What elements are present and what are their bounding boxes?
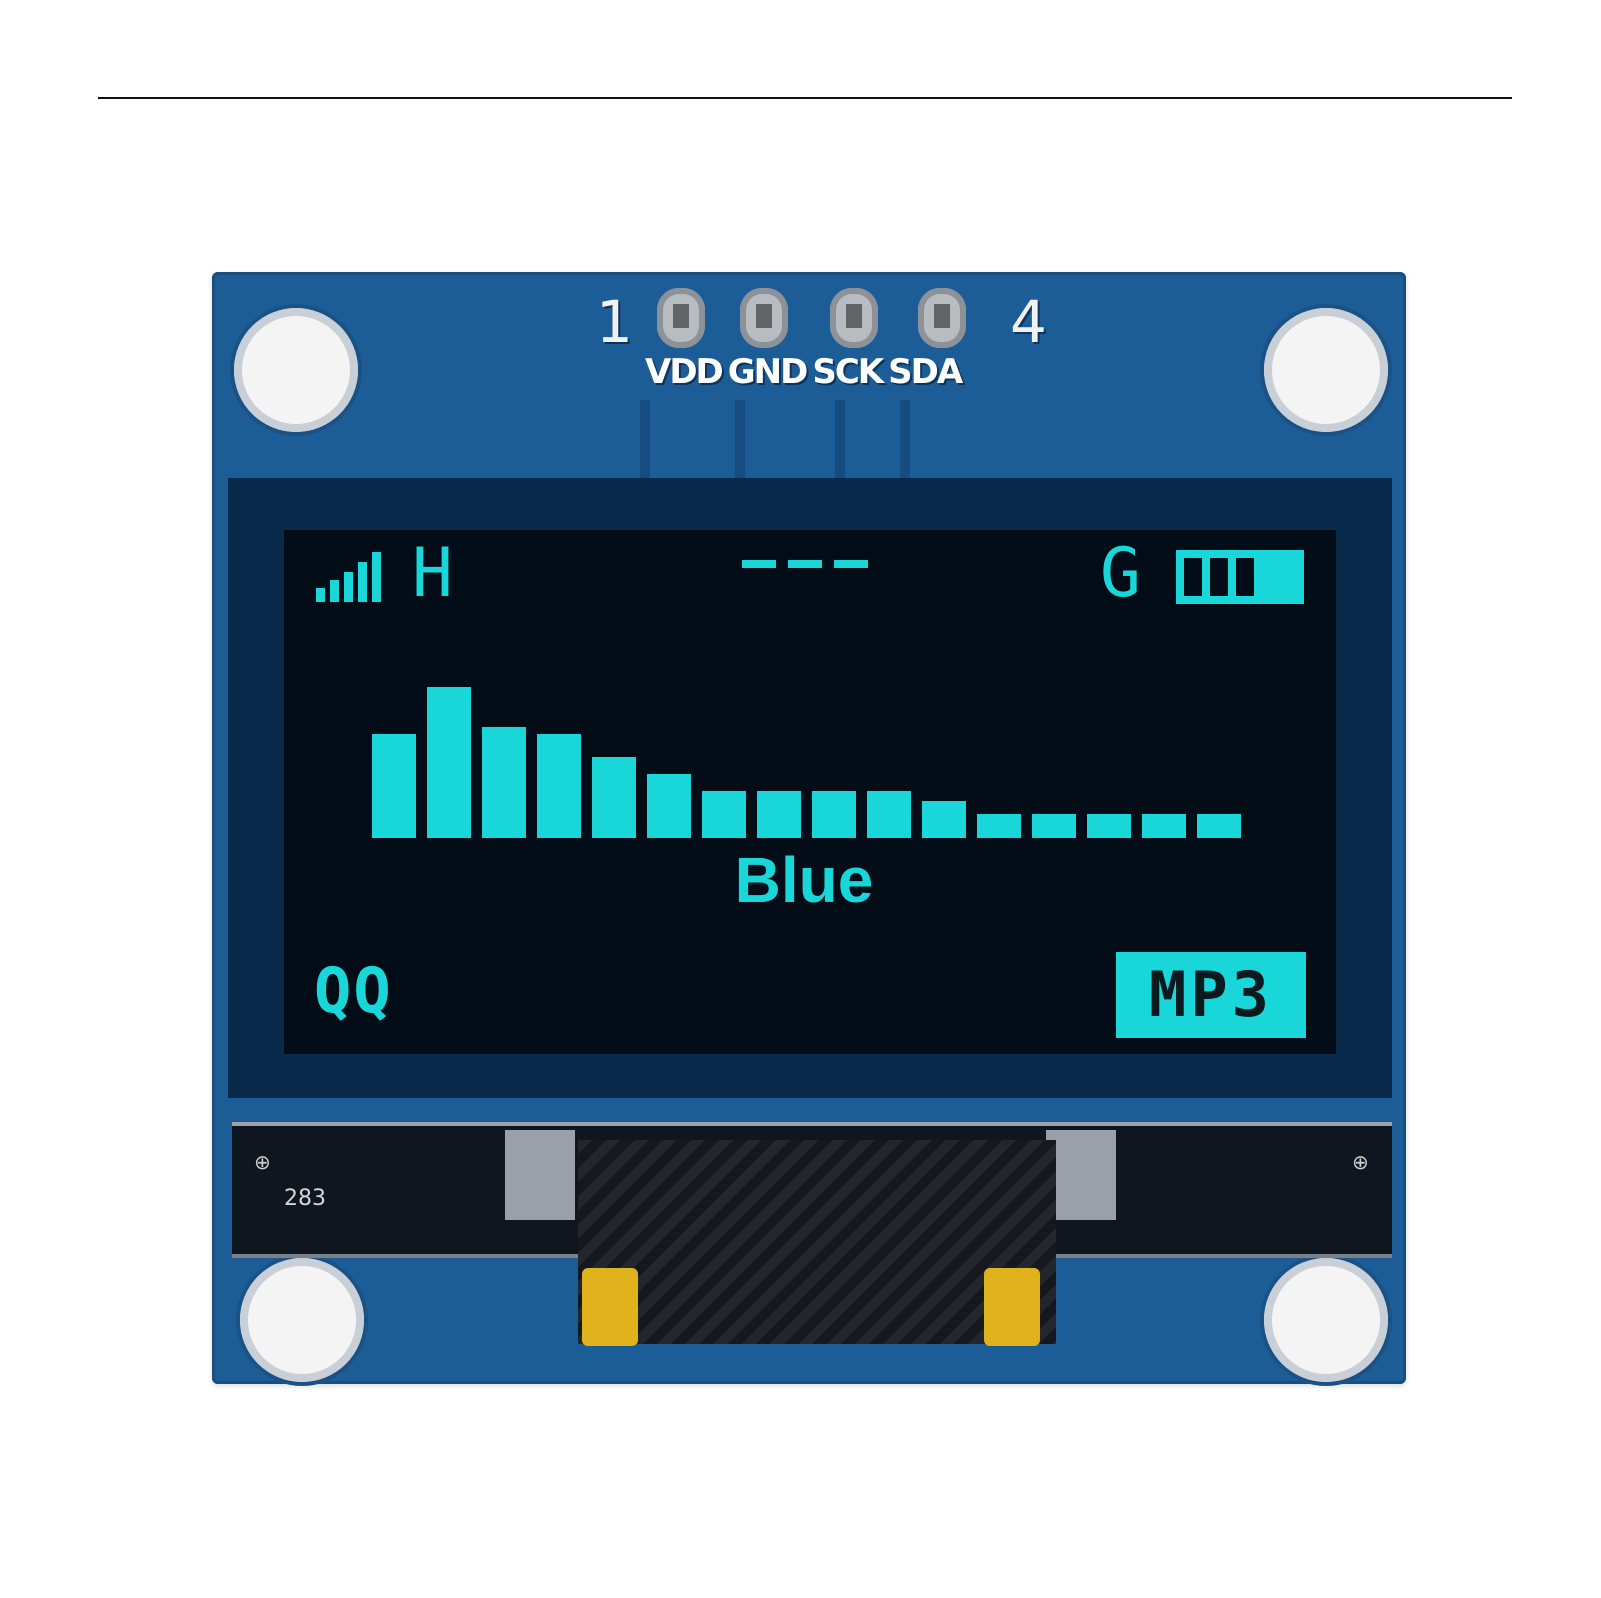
pin-label-sck: SCK bbox=[812, 352, 884, 392]
spectrum-bar bbox=[702, 791, 746, 838]
spectrum-bar bbox=[372, 734, 416, 838]
pin-label-gnd: GND bbox=[727, 352, 809, 392]
flex-ribbon-cable bbox=[578, 1140, 1056, 1344]
pcb-trace bbox=[835, 400, 845, 480]
bottom-left-label: QQ bbox=[314, 954, 393, 1027]
center-label: Blue bbox=[734, 844, 874, 916]
pin-pad-sck bbox=[830, 288, 878, 348]
battery-icon bbox=[1176, 550, 1304, 604]
pin-label-vdd: VDD bbox=[645, 352, 724, 392]
spectrum-bar bbox=[427, 687, 471, 838]
mounting-hole-top-left bbox=[234, 308, 358, 432]
spectrum-bar bbox=[867, 791, 911, 838]
pin-labels: VDD GND SCK SDA bbox=[645, 352, 1005, 402]
gold-contact bbox=[582, 1268, 638, 1346]
dash-icon bbox=[834, 560, 868, 568]
flex-notch bbox=[1046, 1130, 1116, 1220]
crosshair-mark-icon: ⊕ bbox=[254, 1150, 271, 1174]
gold-contact bbox=[984, 1268, 1040, 1346]
spectrum-bar bbox=[592, 757, 636, 838]
flex-notch bbox=[505, 1130, 575, 1220]
mounting-hole-bottom-left bbox=[240, 1258, 364, 1382]
spectrum-bar bbox=[1142, 814, 1186, 838]
oled-screen: H G Blue QQ MP3 bbox=[284, 530, 1336, 1054]
spectrum-bar bbox=[1032, 814, 1076, 838]
mounting-hole-bottom-right bbox=[1264, 1258, 1388, 1382]
dash-icon bbox=[742, 560, 776, 568]
pin-number-first: 1 bbox=[596, 288, 633, 356]
silkscreen-code: 283 bbox=[284, 1186, 326, 1211]
spectrum-bar bbox=[757, 791, 801, 838]
pin-pad-sda bbox=[918, 288, 966, 348]
spectrum-equalizer bbox=[372, 670, 1252, 838]
signal-strength-icon bbox=[316, 552, 388, 602]
spectrum-bar bbox=[647, 774, 691, 838]
pin-pad-vdd bbox=[657, 288, 705, 348]
top-divider-line bbox=[98, 97, 1512, 99]
mp3-label: MP3 bbox=[1149, 958, 1273, 1031]
spectrum-bar bbox=[482, 727, 526, 838]
status-letter-h: H bbox=[412, 534, 453, 613]
spectrum-bar bbox=[977, 814, 1021, 838]
pin-label-sda: SDA bbox=[888, 352, 963, 392]
crosshair-mark-icon: ⊕ bbox=[1352, 1150, 1369, 1174]
spectrum-bar bbox=[1197, 814, 1241, 838]
spectrum-bar bbox=[812, 791, 856, 838]
status-letter-g: G bbox=[1100, 534, 1141, 613]
mp3-badge: MP3 bbox=[1116, 952, 1306, 1038]
pcb-trace bbox=[735, 400, 745, 480]
spectrum-bar bbox=[537, 734, 581, 838]
pcb-trace bbox=[640, 400, 650, 480]
pin-number-last: 4 bbox=[1010, 288, 1047, 356]
mounting-hole-top-right bbox=[1264, 308, 1388, 432]
dash-icon bbox=[788, 560, 822, 568]
spectrum-bar bbox=[922, 801, 966, 838]
pin-pad-gnd bbox=[740, 288, 788, 348]
spectrum-bar bbox=[1087, 814, 1131, 838]
pcb-trace bbox=[900, 400, 910, 480]
